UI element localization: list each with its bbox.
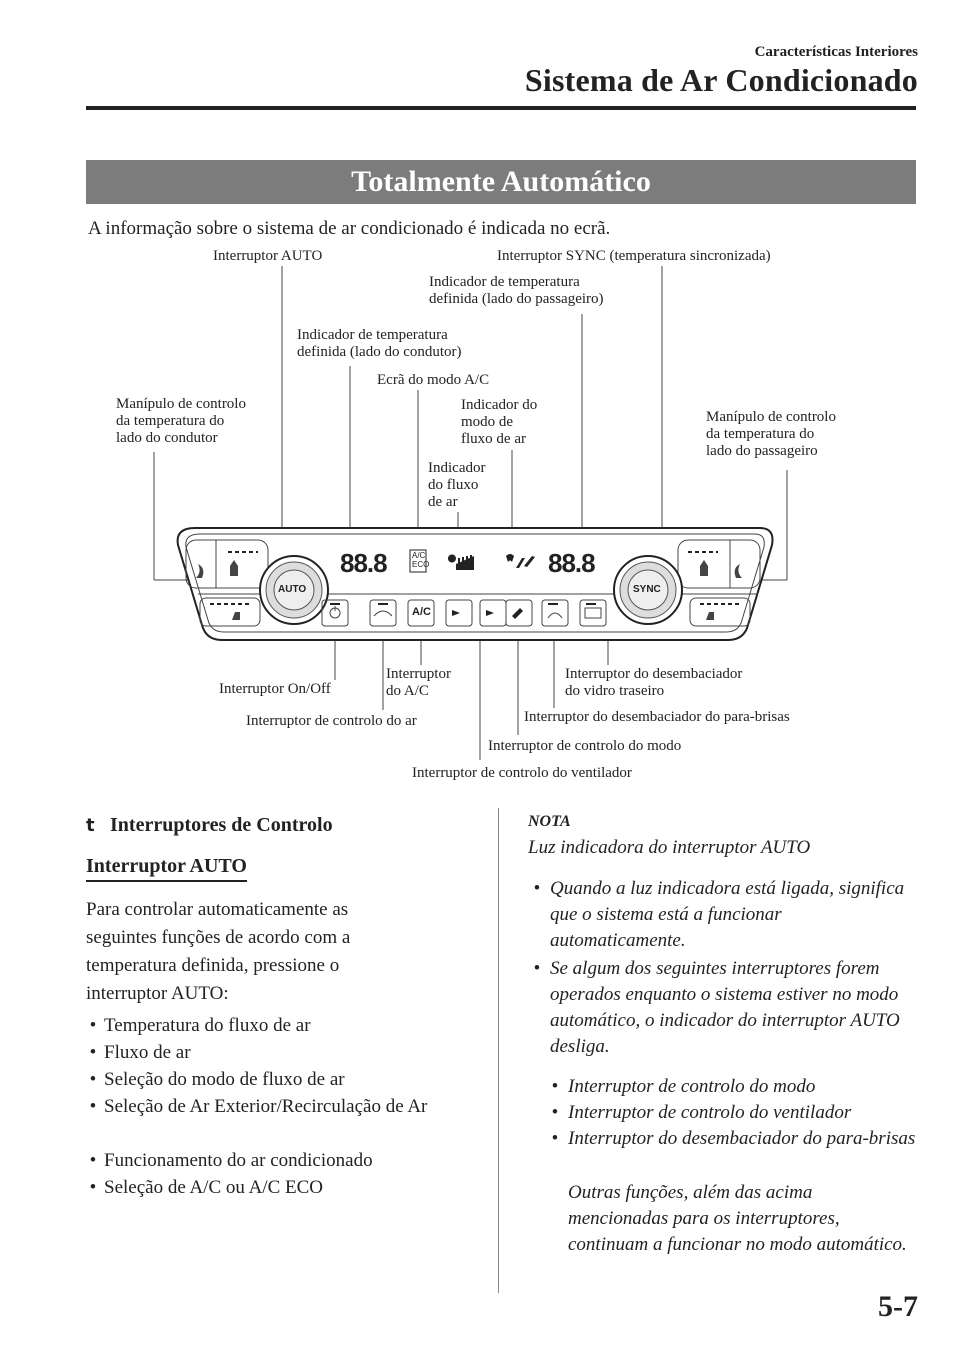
note-subitem-text: Interruptor de controlo do modo bbox=[568, 1076, 816, 1097]
note-item: • Quando a luz indicadora está ligada, si… bbox=[530, 876, 920, 954]
climate-panel-diagram: AUTO SYNC A/C 88.8 88.8 A/C ECO Interrup… bbox=[116, 248, 836, 781]
label-passenger-temp-indicator: Indicador de temperatura definida (lado … bbox=[429, 274, 604, 307]
label-driver-temp-indicator: Indicador de temperatura definida (lado … bbox=[297, 327, 462, 360]
note-item: • Se algum dos seguintes interruptores fo… bbox=[530, 956, 920, 1060]
section-mark: t bbox=[86, 815, 95, 836]
bullet: • bbox=[533, 878, 541, 899]
list-item-text: Seleção de Ar Exterior/Recirculação de A… bbox=[104, 1096, 428, 1117]
bullet: • bbox=[89, 1042, 97, 1063]
note-subitem: • Interruptor de controlo do modo bbox=[548, 1074, 918, 1100]
ac-button-text: A/C bbox=[412, 606, 431, 618]
note-subheading: Luz indicadora do interruptor AUTO bbox=[528, 837, 811, 858]
bullet: • bbox=[89, 1150, 97, 1171]
driver-temp-display: 88.8 bbox=[340, 548, 388, 578]
label-sync-switch: Interruptor SYNC (temperatura sincroniza… bbox=[497, 248, 771, 264]
list-item-text: Fluxo de ar bbox=[104, 1042, 191, 1063]
list-item: • Seleção de A/C ou A/C ECO bbox=[86, 1174, 476, 1201]
bullet: • bbox=[89, 1177, 97, 1198]
intro-text: A informação sobre o sistema de ar condi… bbox=[88, 218, 611, 239]
bullet: • bbox=[551, 1076, 559, 1097]
note-subitem: • Interruptor do desembaciador do para-br… bbox=[548, 1126, 918, 1152]
bullet: • bbox=[533, 958, 541, 979]
ac-icon-bottom: ECO bbox=[412, 560, 430, 569]
bullet: • bbox=[551, 1128, 559, 1149]
note-item-text: Se algum dos seguintes interruptores for… bbox=[550, 958, 900, 1057]
note-subitem-text: Interruptor de controlo do ventilador bbox=[568, 1102, 852, 1123]
list-item-text: Seleção do modo de fluxo de ar bbox=[104, 1069, 345, 1090]
passenger-temp-display: 88.8 bbox=[548, 548, 596, 578]
sync-button-text: SYNC bbox=[633, 584, 661, 595]
list-item: • Temperatura do fluxo de ar bbox=[86, 1012, 476, 1039]
bullet: • bbox=[89, 1069, 97, 1090]
auto-description: Para controlar automaticamente as seguin… bbox=[86, 899, 351, 1004]
header-rule bbox=[86, 106, 916, 110]
ac-icon-top: A/C bbox=[412, 551, 426, 560]
column-divider bbox=[498, 808, 499, 1293]
note-closing: Outras funções, além das acima mencionad… bbox=[568, 1182, 907, 1255]
label-auto-switch: Interruptor AUTO bbox=[213, 248, 323, 264]
list-item: • Funcionamento do ar condicionado bbox=[86, 1147, 476, 1174]
note-item-text: Quando a luz indicadora está ligada, sig… bbox=[550, 878, 905, 951]
note-subitem-text: Interruptor do desembaciador do para-bri… bbox=[568, 1128, 916, 1149]
label-ac-mode-screen: Ecrã do modo A/C bbox=[377, 372, 490, 388]
chapter-title: Sistema de Ar Condicionado bbox=[524, 62, 918, 98]
section-banner: Totalmente Automático bbox=[86, 160, 916, 204]
label-mode-switch: Interruptor de controlo do modo bbox=[488, 738, 682, 754]
note-subitem: • Interruptor de controlo do ventilador bbox=[548, 1100, 918, 1126]
list-item: • Seleção do modo de fluxo de ar bbox=[86, 1066, 476, 1093]
list-item-text: Seleção de A/C ou A/C ECO bbox=[104, 1177, 324, 1198]
page-number: 5-7 bbox=[878, 1290, 918, 1323]
ac-icon-text: A/C ECO bbox=[412, 551, 429, 569]
label-airflow-mode-indicator: Indicador do modo de fluxo de ar bbox=[461, 397, 538, 447]
label-passenger-temp-dial: Manípulo de controlo da temperatura do l… bbox=[706, 409, 836, 459]
label-airflow-indicator: Indicador do fluxo de ar bbox=[428, 460, 486, 510]
label-onoff-switch: Interruptor On/Off bbox=[219, 681, 331, 697]
list-item: • Seleção de Ar Exterior/Recirculação de … bbox=[86, 1093, 476, 1120]
list-item-text: Temperatura do fluxo de ar bbox=[104, 1015, 311, 1036]
list-item: • Fluxo de ar bbox=[86, 1039, 476, 1066]
label-rear-defrost-switch: Interruptor do desembaciador do vidro tr… bbox=[565, 666, 743, 699]
auto-button-text: AUTO bbox=[278, 584, 307, 595]
section-heading-text: Interruptores de Controlo bbox=[110, 814, 333, 836]
list-item-text: Funcionamento do ar condicionado bbox=[104, 1150, 373, 1171]
bullet: • bbox=[89, 1096, 97, 1117]
section-name: Características Interiores bbox=[754, 44, 918, 60]
bullet: • bbox=[551, 1102, 559, 1123]
subheading-auto: Interruptor AUTO bbox=[86, 855, 247, 882]
bullet: • bbox=[89, 1015, 97, 1036]
panel-illustration bbox=[153, 266, 788, 760]
section-heading: t Interruptores de Controlo bbox=[86, 814, 333, 837]
label-windshield-defrost-switch: Interruptor do desembaciador do para-bri… bbox=[524, 709, 790, 725]
label-ac-switch: Interruptor do A/C bbox=[386, 666, 451, 699]
label-driver-temp-dial: Manípulo de controlo da temperatura do l… bbox=[116, 396, 246, 446]
label-air-control-switch: Interruptor de controlo do ar bbox=[246, 713, 417, 729]
label-fan-switch: Interruptor de controlo do ventilador bbox=[412, 765, 632, 781]
note-heading: NOTA bbox=[528, 813, 571, 830]
